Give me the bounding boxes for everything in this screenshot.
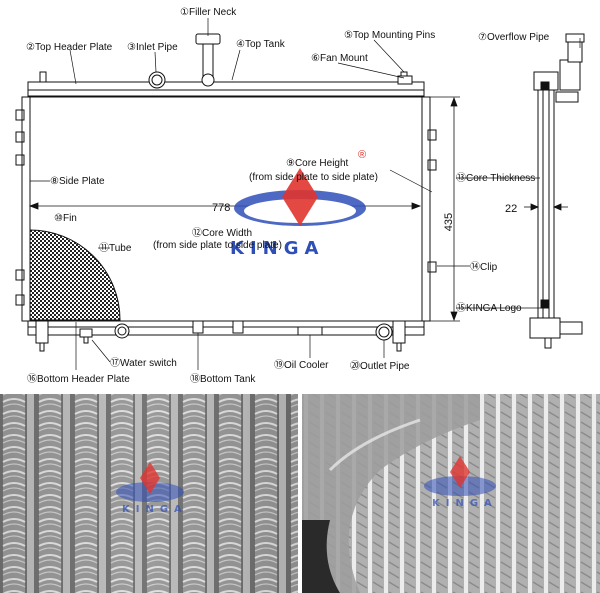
- water-switch: [79, 328, 93, 338]
- top-tank: [27, 81, 425, 97]
- fan-mount: [397, 75, 413, 85]
- label-overflow-pipe: ⑦Overflow Pipe: [478, 32, 550, 43]
- fin-tube-pattern: [29, 229, 121, 321]
- radiator-front-view: [15, 33, 437, 352]
- label-core-thickness: ⑬Core Thickness: [456, 172, 535, 184]
- photo-fin-closeup-left: KINGA: [0, 394, 298, 593]
- kinga-logo: KINGA ®: [230, 149, 366, 259]
- oil-cooler: [297, 326, 323, 336]
- radiator-side-view: [529, 33, 585, 349]
- core-height-value: 435: [443, 213, 455, 231]
- label-tube: ⑪Tube: [99, 242, 132, 254]
- photo-fin-closeup-right: KINGA: [302, 394, 600, 593]
- label-top-mounting-pins: ⑤Top Mounting Pins: [344, 30, 435, 41]
- photo-left-logo-word: KINGA: [122, 504, 188, 515]
- bottom-tank: [27, 320, 425, 336]
- label-filler-neck: ①Filler Neck: [180, 7, 237, 18]
- label-top-header-plate: ②Top Header Plate: [26, 42, 113, 53]
- kinga-logo-word: KINGA: [230, 238, 324, 259]
- label-core-height-note: (from side plate to side plate): [249, 172, 378, 183]
- thickness-dimension: [524, 203, 568, 211]
- leader-lines: [30, 18, 581, 370]
- core-width-value: 778: [212, 202, 230, 214]
- photo-right-logo-word: KINGA: [432, 498, 498, 509]
- label-side-plate: ⑧Side Plate: [50, 176, 105, 187]
- label-inlet-pipe: ③Inlet Pipe: [127, 42, 178, 53]
- top-mounting-pin-left: [39, 71, 47, 83]
- core-thickness-value: 22: [505, 203, 517, 215]
- label-water-switch: ⑰Water switch: [110, 357, 177, 369]
- inlet-pipe: [148, 71, 166, 89]
- label-clip: ⑭Clip: [470, 261, 498, 273]
- overflow-pipe: [559, 59, 581, 91]
- registered-mark: ®: [358, 149, 366, 161]
- label-core-width-note: (from side plate to side plate): [153, 240, 282, 251]
- label-core-height: ⑨Core Height: [286, 158, 349, 169]
- label-fan-mount: ⑥Fan Mount: [311, 53, 368, 64]
- label-bottom-tank: ⑱Bottom Tank: [190, 373, 256, 385]
- outlet-pipe: [375, 323, 393, 341]
- label-kinga-logo: ⑮KINGA Logo: [456, 302, 522, 314]
- label-fin: ⑩Fin: [54, 213, 77, 224]
- callout-labels: ①Filler Neck ②Top Header Plate ③Inlet Pi…: [26, 7, 550, 385]
- label-bottom-header-plate: ⑯Bottom Header Plate: [27, 373, 130, 385]
- label-top-tank: ④Top Tank: [236, 39, 286, 50]
- core-height-dimension: [430, 96, 460, 322]
- label-outlet-pipe: ⑳Outlet Pipe: [350, 360, 410, 372]
- label-core-width: ⑫Core Width: [192, 227, 252, 239]
- label-oil-cooler: ⑲Oil Cooler: [274, 359, 329, 371]
